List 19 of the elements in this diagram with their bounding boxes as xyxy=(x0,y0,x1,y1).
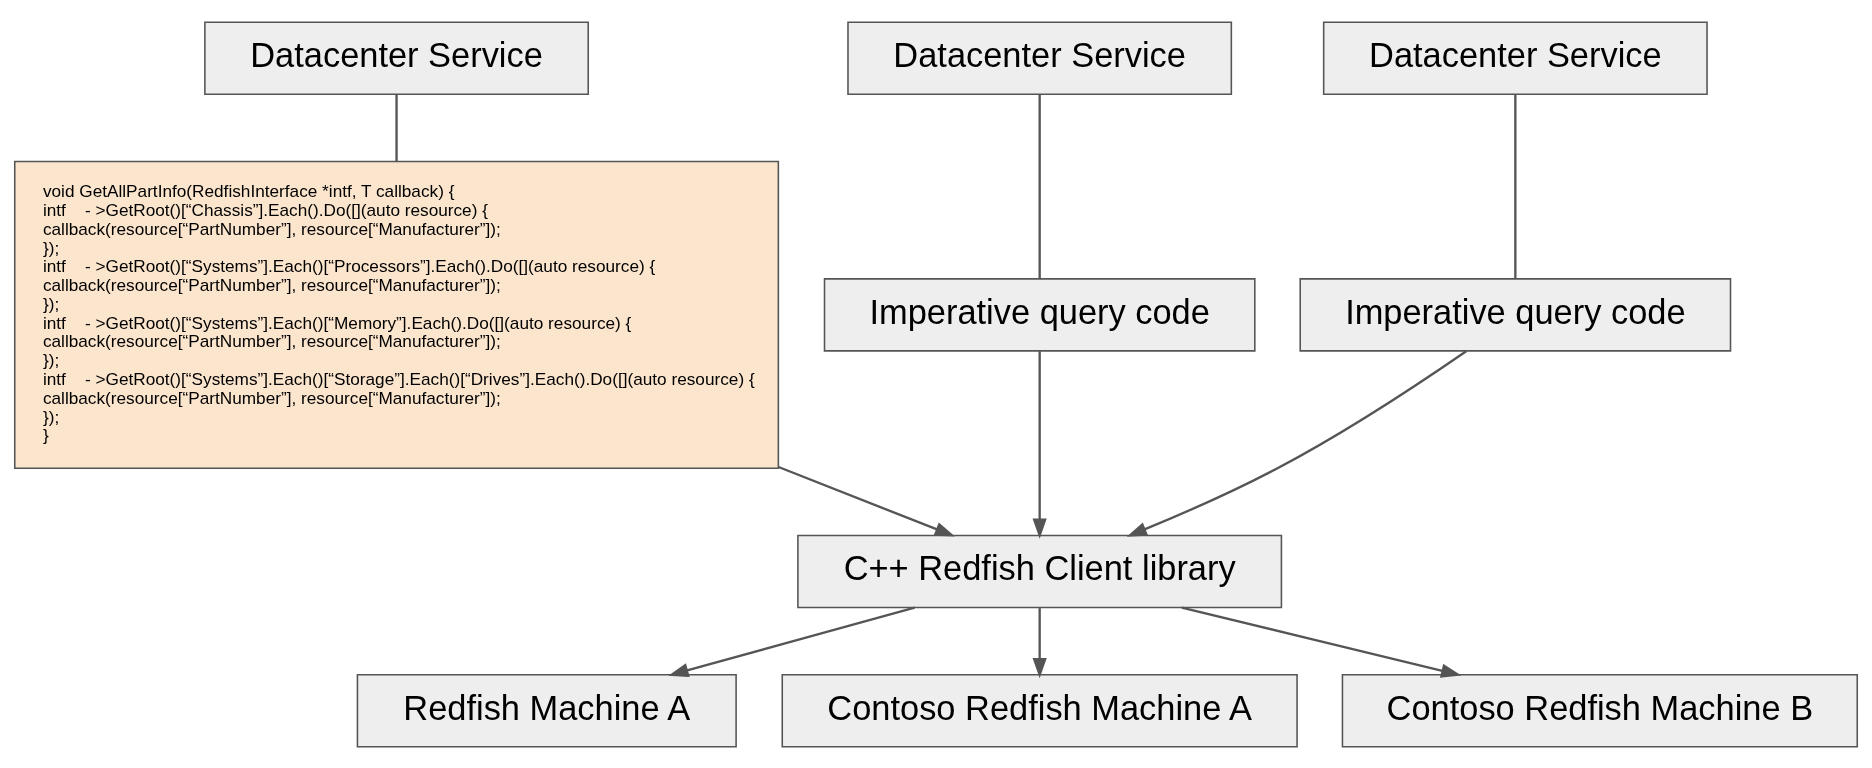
connector xyxy=(395,94,398,161)
node-box: Imperative query code xyxy=(823,277,1256,352)
node-box: C++ Redfish Client library xyxy=(797,534,1283,608)
arrow xyxy=(1126,349,1467,537)
arrow xyxy=(778,465,956,537)
node-box: Datacenter Service xyxy=(1322,21,1708,95)
arrow xyxy=(668,605,915,677)
node-box: Datacenter Service xyxy=(204,21,589,95)
node-box: void GetAllPartInfo(RedfishInterface *intf, T callback) { intf - >GetRoot()[“Chassis”].Each().Do([](auto resource) { callback(resource[“PartNumber”], resource[“Manufacturer”]); }); intf - >GetRoot()[“Systems”].Each()[“Processors”].Each().Do([](auto resource) { callback(resource[“PartNumber”], resource[“Manufacturer”]); }); intf - >GetRoot()[“Systems”].Each()[“Memory”].Each().Do([](auto resource) { callback(resource[“PartNumber”], resource[“Manufacturer”]); }); intf - >GetRoot()[“Systems”].Each()[“Storage”].Each()[“Drives”].Each().Do([](auto resource) { callback(resource[“PartNumber”], resource[“Manufacturer”]); }); } xyxy=(13,160,780,469)
node-box: Contoso Redfish Machine B xyxy=(1341,673,1859,747)
connector xyxy=(1038,94,1041,279)
node-box: Datacenter Service xyxy=(847,21,1233,95)
connector xyxy=(1514,94,1517,279)
node-box: Redfish Machine A xyxy=(356,673,737,747)
arrow xyxy=(1032,607,1047,678)
node-box: Imperative query code xyxy=(1299,277,1732,352)
arrow xyxy=(1032,350,1047,539)
arrow xyxy=(1181,605,1462,678)
node-box: Contoso Redfish Machine A xyxy=(781,673,1298,747)
